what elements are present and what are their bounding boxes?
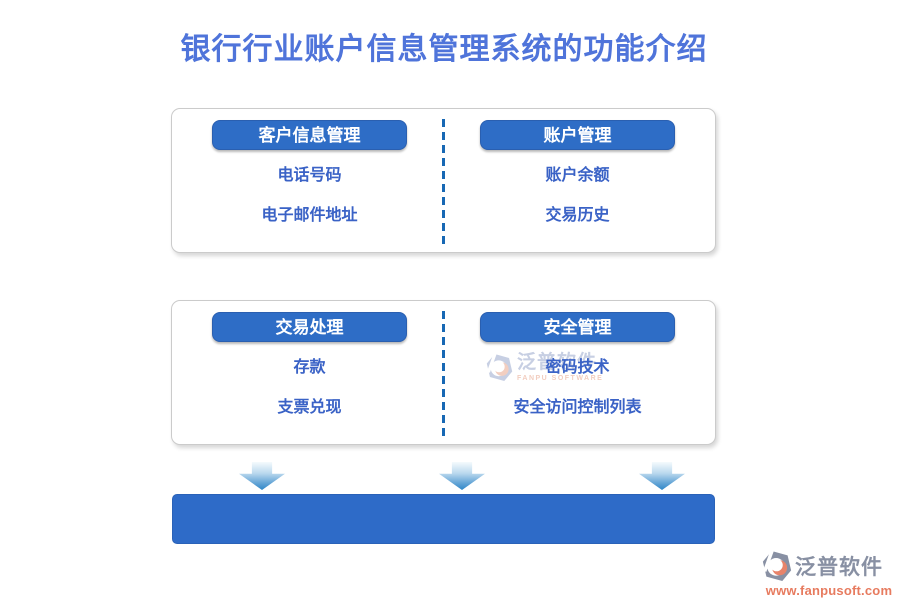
watermark-text: 泛普软件 FANPU SOFTWARE — [517, 353, 603, 382]
feature-card-top: 客户信息管理 电话号码 电子邮件地址 账户管理 账户余额 交易历史 — [171, 108, 716, 253]
feature-item: 支票兑现 — [277, 399, 342, 416]
feature-item: 账户余额 — [545, 167, 610, 184]
watermark-brand: 泛普软件 — [517, 352, 598, 373]
feature-card-bottom: 交易处理 存款 支票兑现 泛普软件 FANPU SOFTWARE 安全管理 密码… — [171, 300, 716, 445]
feature-group-security: 安全管理 密码技术 安全访问控制列表 — [480, 301, 675, 444]
watermark: 泛普软件 FANPU SOFTWARE — [486, 353, 603, 382]
feature-header-customer-info: 客户信息管理 — [212, 120, 407, 150]
feature-group-transaction: 交易处理 存款 支票兑现 — [212, 301, 407, 444]
fanpu-logo: 泛普软件 www.fanpusoft.com — [762, 550, 896, 598]
watermark-logo-icon — [486, 353, 513, 381]
feature-item: 电话号码 — [277, 167, 342, 184]
fanpu-logo-icon — [762, 550, 792, 581]
fanpu-logo-row: 泛普软件 — [762, 550, 896, 582]
feature-item: 存款 — [293, 359, 326, 376]
feature-item: 密码技术 — [545, 359, 610, 376]
arrow-down-icon — [639, 462, 685, 490]
fanpu-website: www.fanpusoft.com — [765, 583, 893, 598]
feature-header-account-mgmt: 账户管理 — [480, 120, 675, 150]
page-title: 银行行业账户信息管理系统的功能介绍 — [180, 33, 708, 66]
dashed-divider — [442, 311, 445, 440]
arrow-down-icon — [439, 462, 485, 490]
feature-header-transaction: 交易处理 — [212, 312, 407, 342]
feature-item: 安全访问控制列表 — [513, 399, 642, 416]
arrow-down-icon — [239, 462, 285, 490]
bottom-bar — [172, 494, 715, 544]
feature-header-security: 安全管理 — [480, 312, 675, 342]
dashed-divider — [442, 119, 445, 248]
watermark-brand-sub: FANPU SOFTWARE — [517, 375, 604, 382]
fanpu-brand-name: 泛普软件 — [795, 556, 883, 579]
feature-group-account-mgmt: 账户管理 账户余额 交易历史 — [480, 109, 675, 252]
feature-item: 交易历史 — [545, 207, 610, 224]
feature-group-customer-info: 客户信息管理 电话号码 电子邮件地址 — [212, 109, 407, 252]
feature-item: 电子邮件地址 — [261, 207, 358, 224]
